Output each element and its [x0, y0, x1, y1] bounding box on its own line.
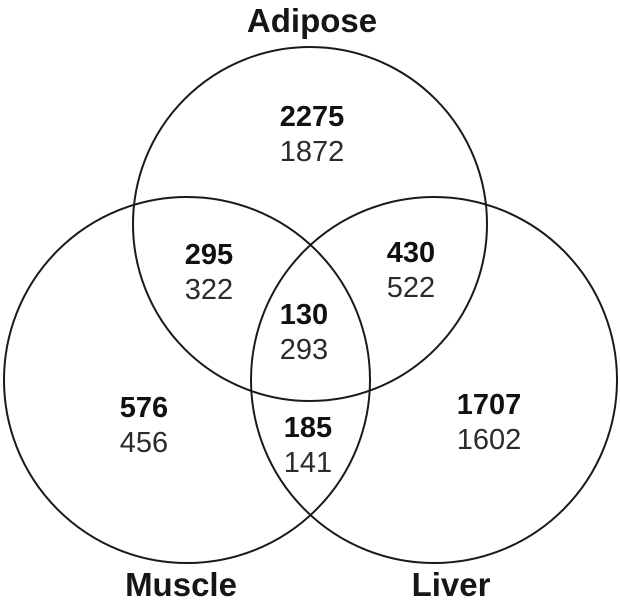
- set-label-muscle: Muscle: [125, 566, 237, 603]
- adipose-circle: [132, 46, 488, 402]
- region-muscle-liver: 185 141: [284, 411, 332, 481]
- region-adipose-muscle: 295 322: [185, 238, 233, 308]
- region-value-primary: 185: [283, 412, 333, 444]
- region-value-secondary: 1602: [456, 424, 522, 456]
- region-adipose-only: 2275 1872: [280, 100, 345, 170]
- region-value-primary: 130: [279, 299, 329, 331]
- region-value-secondary: 456: [119, 427, 169, 459]
- region-value-primary: 295: [184, 239, 234, 271]
- set-label-adipose: Adipose: [246, 2, 378, 39]
- muscle-circle: [3, 196, 371, 564]
- region-muscle-only: 576 456: [120, 391, 168, 461]
- region-liver-only: 1707 1602: [457, 388, 522, 458]
- region-value-secondary: 1872: [279, 136, 345, 168]
- region-value-secondary: 522: [386, 272, 436, 304]
- region-value-secondary: 322: [184, 274, 234, 306]
- region-adipose-liver: 430 522: [387, 236, 435, 306]
- region-value-primary: 1707: [456, 389, 522, 421]
- region-value-primary: 2275: [279, 101, 345, 133]
- region-value-primary: 576: [119, 392, 169, 424]
- region-all-three: 130 293: [280, 298, 328, 368]
- region-value-primary: 430: [386, 237, 436, 269]
- region-value-secondary: 293: [279, 334, 329, 366]
- set-label-liver: Liver: [411, 566, 491, 603]
- liver-circle: [250, 196, 618, 564]
- region-value-secondary: 141: [283, 447, 333, 479]
